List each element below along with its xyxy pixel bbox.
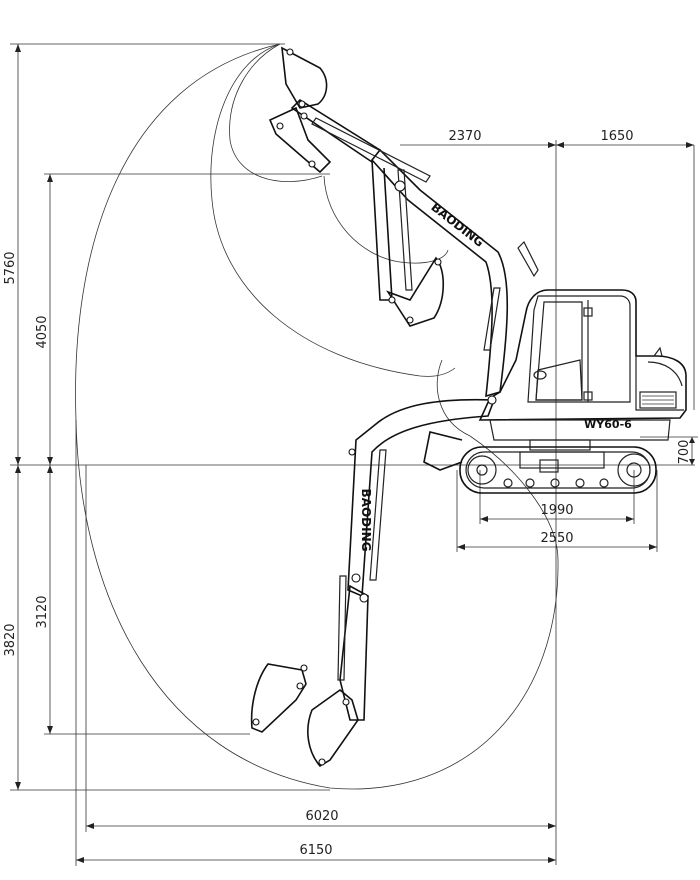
track-frame <box>519 451 605 469</box>
track-undercarriage <box>423 431 657 494</box>
inner-arc-4 <box>436 359 471 437</box>
bucket-max-depth <box>307 688 359 768</box>
bucket-top <box>281 46 328 109</box>
upper-arc-1 <box>210 43 456 377</box>
label-boom-offset: 2370 <box>448 129 481 144</box>
upper-structure: WY60-6 <box>478 289 687 451</box>
label-track-ground: 1990 <box>540 503 573 518</box>
boom-cylinder-lowered <box>369 449 387 581</box>
label-max-height: 5760 <box>3 251 18 284</box>
bucket-curl-raised <box>268 106 332 174</box>
label-dump-height: 4050 <box>35 315 50 348</box>
boom-lowered: BAODING <box>250 395 497 768</box>
bucket-wall-depth <box>250 663 307 733</box>
label-max-reach: 6150 <box>299 843 332 858</box>
reference-lines <box>10 43 698 866</box>
house-body <box>478 289 687 421</box>
label-max-depth: 3820 <box>3 623 18 656</box>
label-ground-clearance: 700 <box>677 440 692 465</box>
turntable <box>489 419 671 441</box>
cab-frame <box>527 295 631 403</box>
label-wall-depth: 3120 <box>35 595 50 628</box>
stick-cylinder-raised <box>311 117 431 183</box>
dimension-labels: 5760 4050 3820 3120 6020 6150 2370 1650 … <box>3 129 692 858</box>
bucket-hanging <box>386 256 445 327</box>
label-reach-ground: 6020 <box>305 809 338 824</box>
idler-wheel <box>467 455 497 485</box>
brand-label-raised: BAODING <box>428 200 486 250</box>
outer-reach-arc <box>75 43 559 790</box>
dimension-lines <box>15 44 695 863</box>
stick-hanging <box>371 159 393 301</box>
upper-arc-2 <box>229 43 323 183</box>
cab-door <box>535 301 583 401</box>
boom-raised-body <box>370 148 509 398</box>
boom-lowered-body <box>347 398 496 598</box>
track-outline <box>459 446 657 494</box>
engine-grille <box>639 391 677 409</box>
boom-raised: BAODING <box>268 46 539 398</box>
sprocket-wheel <box>617 453 651 487</box>
model-label: WY60-6 <box>584 418 632 431</box>
label-tail-length: 1650 <box>600 129 633 144</box>
brand-label-lowered: BAODING <box>359 489 373 552</box>
dozer-blade <box>423 431 463 471</box>
stick-raised <box>290 98 381 163</box>
label-track-length: 2550 <box>540 531 573 546</box>
